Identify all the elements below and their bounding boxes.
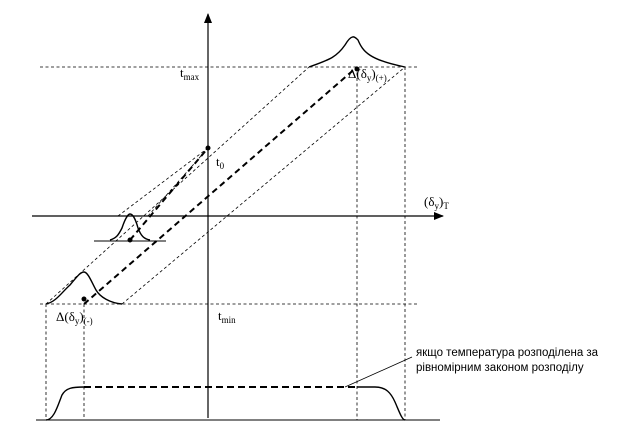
label-delta-plus: Δ(δy)(+) [348, 66, 387, 83]
bell-curve-bottom [45, 271, 123, 305]
point-bottom-mean [81, 296, 87, 302]
point-top-mean [354, 66, 360, 72]
annotation-leader-line [344, 356, 413, 388]
bell-curve-middle [109, 213, 151, 241]
uniform-distribution-right-edge [357, 386, 406, 421]
label-x-axis: (δy)T [424, 194, 449, 211]
label-delta-minus: Δ(δy)(-) [56, 309, 93, 326]
point-middle-mean [127, 237, 133, 243]
label-t-0: t0 [216, 154, 225, 171]
projection-line-mid-bold [129, 147, 209, 241]
annotation-line-2: рівномірним законом розподілу [416, 362, 584, 374]
projection-line-mid-left [117, 147, 209, 217]
projection-line-center-bold [83, 66, 358, 305]
uniform-distribution-left-edge [45, 386, 85, 421]
point-t0 [205, 145, 211, 151]
annotation-line-1: якщо температура розподілена за [416, 347, 599, 359]
bell-curve-top [308, 36, 406, 68]
label-t-min: tmin [218, 308, 236, 325]
label-t-max: tmax [180, 65, 200, 82]
projection-line-outer-right [121, 66, 406, 305]
